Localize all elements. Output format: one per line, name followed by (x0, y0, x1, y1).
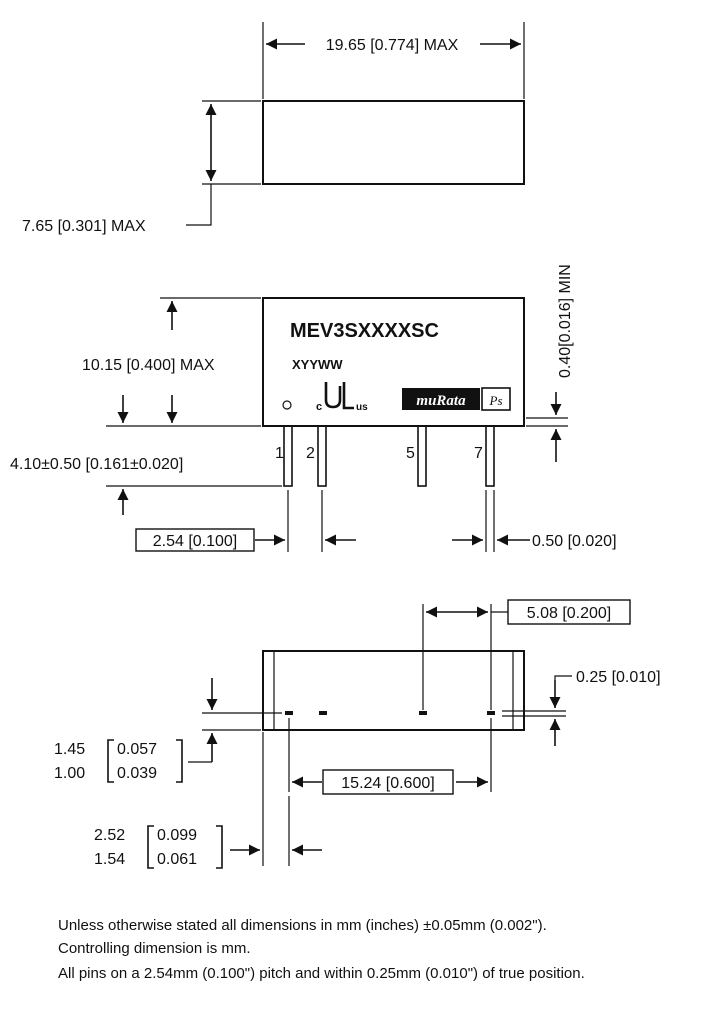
pin-label-2: 2 (306, 445, 315, 462)
footprint-pin-2 (319, 711, 327, 715)
pin-spacing-box (507, 599, 631, 625)
svg-text:us: us (356, 402, 368, 413)
top-view: 19.65 [0.774] MAX 7.65 [0.301] MAX (22, 22, 525, 235)
pin-label-1: 1 (275, 445, 284, 462)
height-max-label: 10.15 [0.400] MAX (82, 357, 215, 374)
edge-offset-max-in: 0.099 (157, 827, 197, 844)
edge-offset-min-in: 0.061 (157, 851, 197, 868)
row-offset-min: 1.00 (54, 765, 85, 782)
pin-5 (417, 423, 427, 487)
bottom-view-body (262, 650, 525, 731)
pin-thickness-label: 0.25 [0.010] (576, 669, 661, 686)
row-offset-max-in: 0.057 (117, 741, 157, 758)
standoff-min-label: 0.40[0.016] MIN (557, 264, 574, 378)
note-3: All pins on a 2.54mm (0.100") pitch and … (58, 965, 585, 982)
pin1-marker-icon (282, 400, 292, 410)
footprint-pin-1 (285, 711, 293, 715)
part-number: MEV3SXXXXSC (290, 320, 439, 342)
span-label: 15.24 [0.600] (341, 775, 434, 792)
notes: Unless otherwise stated all dimensions i… (58, 917, 585, 982)
pin-7 (485, 423, 495, 487)
murata-logo-icon: muRata Ps (402, 387, 511, 411)
pin-spacing-label: 5.08 [0.200] (527, 605, 612, 622)
footprint-pin-5 (419, 711, 427, 715)
row-offset-max: 1.45 (54, 741, 85, 758)
side-view: MEV3SXXXXSC XYYWW c us muRata Ps 1 2 5 7… (10, 264, 617, 552)
ul-certification-icon: c us (316, 382, 368, 413)
pin-pitch-label: 2.54 [0.100] (153, 533, 238, 550)
edge-offset-max: 2.52 (94, 827, 125, 844)
pin-width-label: 0.50 [0.020] (532, 533, 617, 550)
note-1: Unless otherwise stated all dimensions i… (58, 917, 547, 934)
pin-length-label: 4.10±0.50 [0.161±0.020] (10, 456, 183, 473)
pin-2 (317, 423, 327, 487)
pin-label-5: 5 (406, 445, 415, 462)
pin-pitch-box (135, 528, 255, 552)
svg-text:muRata: muRata (416, 393, 466, 409)
svg-text:Ps: Ps (489, 393, 503, 408)
top-view-body (262, 100, 525, 185)
edge-offset-min: 1.54 (94, 851, 125, 868)
span-box (322, 769, 454, 795)
date-code: XYYWW (292, 357, 343, 372)
width-max-label: 7.65 [0.301] MAX (22, 218, 146, 235)
bottom-view: 5.08 [0.200] 0.25 [0.010] 1.45 1.00 0.05… (54, 599, 661, 869)
length-max-label: 19.65 [0.774] MAX (326, 37, 459, 54)
pin-1 (283, 423, 293, 487)
row-offset-min-in: 0.039 (117, 765, 157, 782)
note-2: Controlling dimension is mm. (58, 940, 251, 957)
footprint-pin-7 (487, 711, 495, 715)
svg-text:c: c (316, 401, 322, 413)
side-view-body (262, 297, 525, 427)
pin-label-7: 7 (474, 445, 483, 462)
